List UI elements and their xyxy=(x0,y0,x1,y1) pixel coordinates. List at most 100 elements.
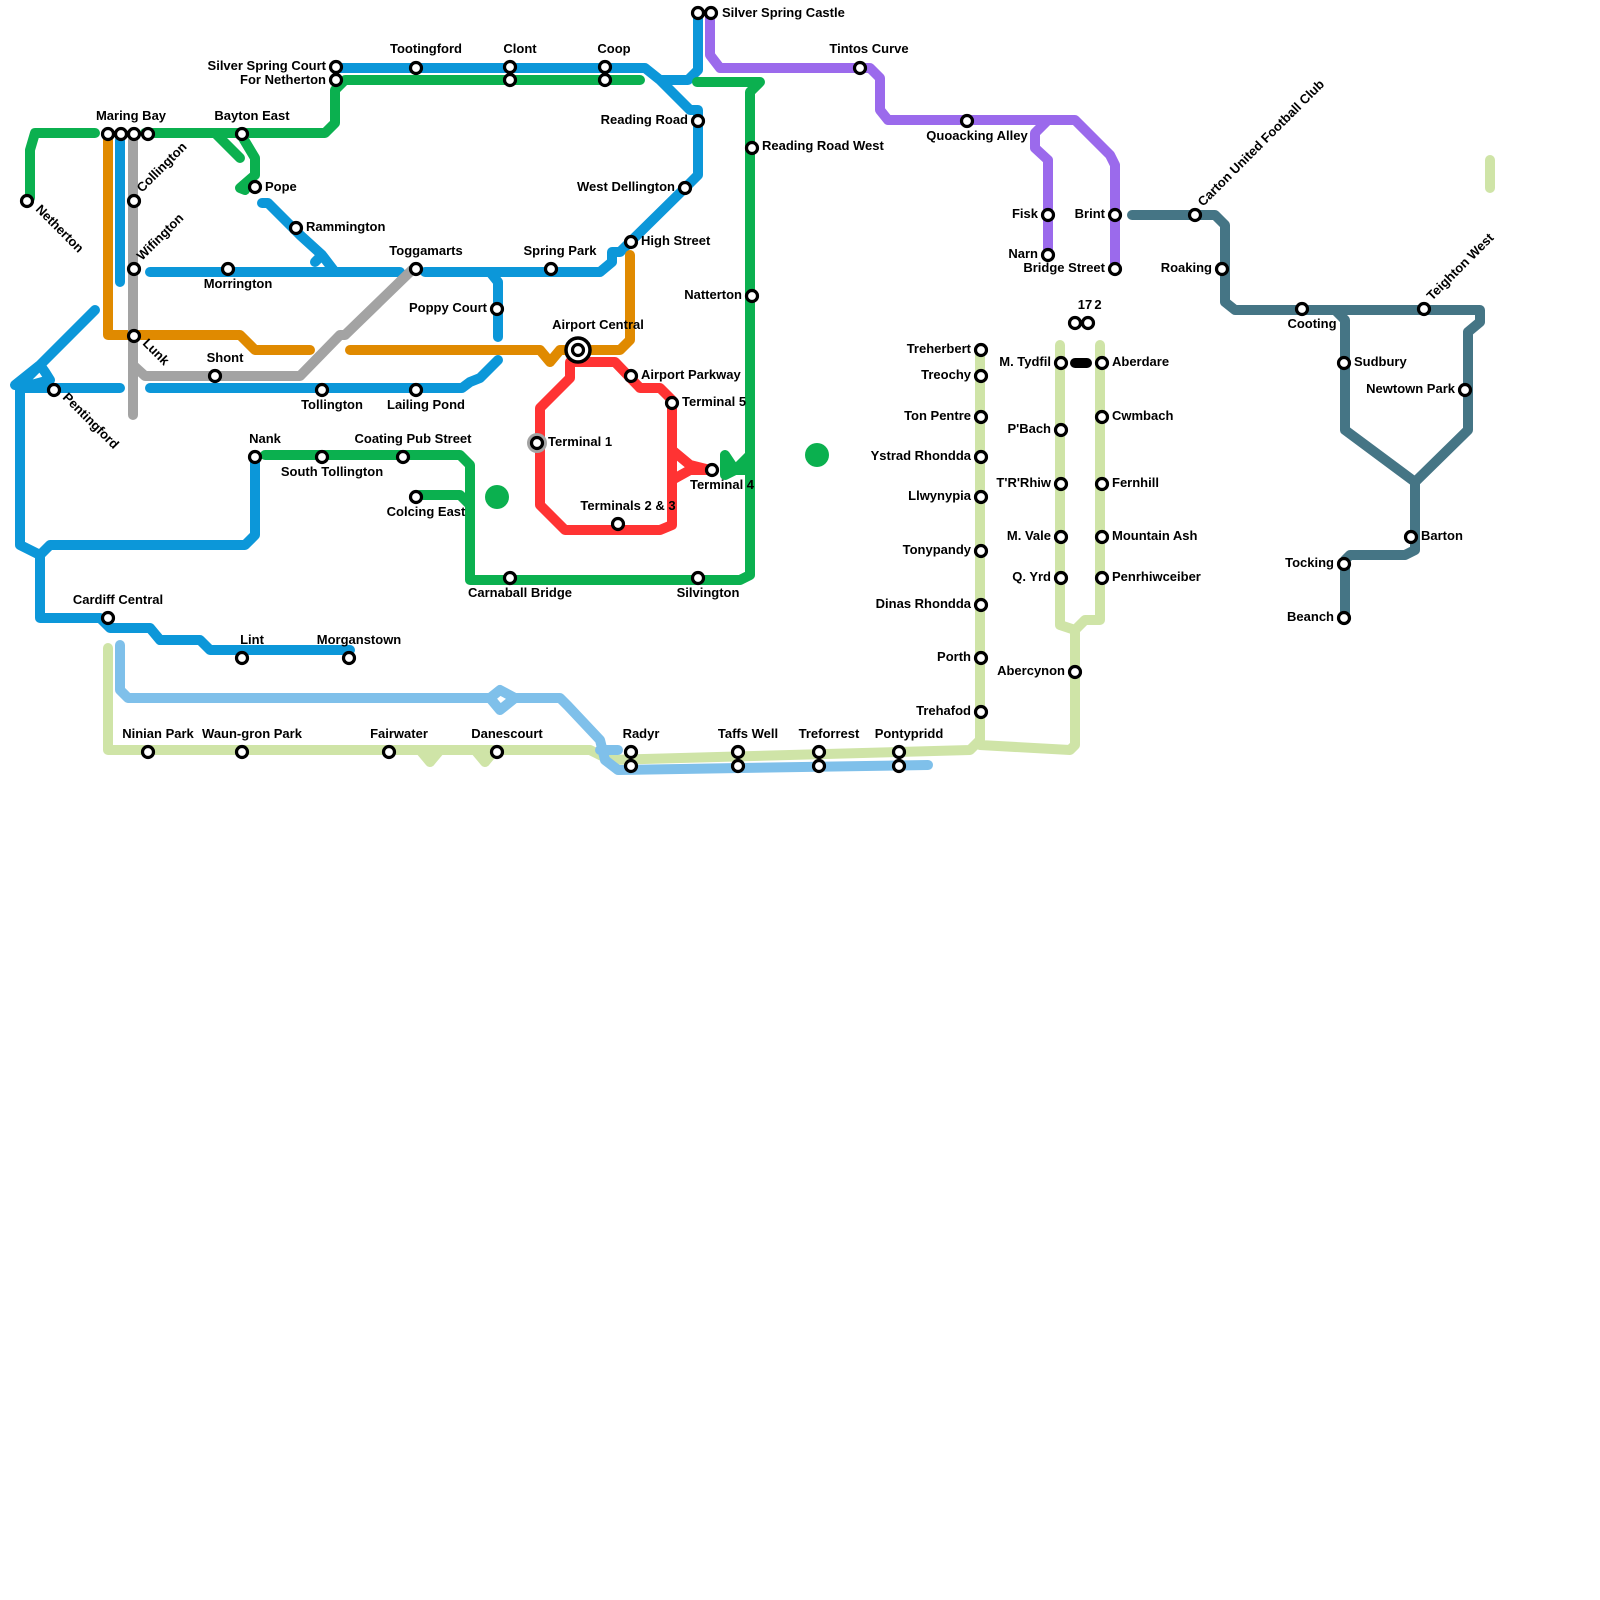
station-q-yrd[interactable] xyxy=(1053,570,1069,586)
station-pbach[interactable] xyxy=(1053,422,1069,438)
station-quoacking-alley[interactable] xyxy=(959,113,975,129)
station-tonypandy[interactable] xyxy=(973,543,989,559)
station-danescourt[interactable] xyxy=(489,744,505,760)
station-reading-road-west[interactable] xyxy=(744,140,760,156)
station-bayton-east[interactable] xyxy=(234,126,250,142)
station-maring-bay-3[interactable] xyxy=(126,126,142,142)
label-airport-parkway: Airport Parkway xyxy=(641,367,741,382)
station-pope[interactable] xyxy=(247,179,263,195)
station-ninian-park[interactable] xyxy=(140,744,156,760)
station-ton-pentre[interactable] xyxy=(973,409,989,425)
station-tintos-curve[interactable] xyxy=(852,60,868,76)
station-airport-parkway[interactable] xyxy=(623,368,639,384)
station-colcing-east[interactable] xyxy=(408,489,424,505)
station-barton[interactable] xyxy=(1403,529,1419,545)
station-clont[interactable] xyxy=(502,59,518,75)
station-coop[interactable] xyxy=(597,59,613,75)
station-taffs-well[interactable] xyxy=(730,744,746,760)
station-treherbert[interactable] xyxy=(973,342,989,358)
station-m-vale[interactable] xyxy=(1053,529,1069,545)
station-treochy[interactable] xyxy=(973,368,989,384)
station-teighton-west[interactable] xyxy=(1416,301,1432,317)
station-tollington[interactable] xyxy=(314,382,330,398)
station-taffs-well-2[interactable] xyxy=(730,758,746,774)
station-bridge-street[interactable] xyxy=(1107,261,1123,277)
station-silver-spring-castle-2[interactable] xyxy=(703,5,719,21)
station-carton-united[interactable] xyxy=(1187,207,1203,223)
station-terminals-2-3[interactable] xyxy=(610,516,626,532)
station-abercynon[interactable] xyxy=(1067,664,1083,680)
station-radyr-2[interactable] xyxy=(623,758,639,774)
station-wifington[interactable] xyxy=(126,261,142,277)
station-ystrad-rhondda[interactable] xyxy=(973,449,989,465)
station-terminal-4[interactable] xyxy=(704,462,720,478)
station-coating-pub-street[interactable] xyxy=(395,449,411,465)
station-reading-road[interactable] xyxy=(690,113,706,129)
station-silvington[interactable] xyxy=(690,570,706,586)
station-trrhiw[interactable] xyxy=(1053,476,1069,492)
station-17[interactable] xyxy=(1067,315,1083,331)
station-toggamarts[interactable] xyxy=(408,261,424,277)
station-tootingford[interactable] xyxy=(408,60,424,76)
station-airport-central[interactable] xyxy=(570,342,586,358)
station-fernhill[interactable] xyxy=(1094,476,1110,492)
station-netherton[interactable] xyxy=(19,193,35,209)
station-silver-spring-court[interactable] xyxy=(328,59,344,75)
station-waun-gron-park[interactable] xyxy=(234,744,250,760)
station-high-street[interactable] xyxy=(623,234,639,250)
station-poppy-court[interactable] xyxy=(489,301,505,317)
station-2[interactable] xyxy=(1080,315,1096,331)
station-porth[interactable] xyxy=(973,650,989,666)
station-sudbury[interactable] xyxy=(1336,355,1352,371)
station-coop-2[interactable] xyxy=(597,72,613,88)
station-mountain-ash[interactable] xyxy=(1094,529,1110,545)
station-lunk[interactable] xyxy=(126,328,142,344)
station-maring-bay-2[interactable] xyxy=(113,126,129,142)
station-trehafod[interactable] xyxy=(973,704,989,720)
label-silver-spring-castle: Silver Spring Castle xyxy=(722,5,845,20)
station-spring-park[interactable] xyxy=(543,261,559,277)
station-shont[interactable] xyxy=(207,368,223,384)
station-maring-bay[interactable] xyxy=(100,126,116,142)
station-lailing-pond[interactable] xyxy=(408,382,424,398)
station-rammington[interactable] xyxy=(288,220,304,236)
station-cwmbach[interactable] xyxy=(1094,409,1110,425)
station-pentingford[interactable] xyxy=(46,382,62,398)
station-clont-2[interactable] xyxy=(502,72,518,88)
station-roaking[interactable] xyxy=(1214,261,1230,277)
station-maring-bay-4[interactable] xyxy=(140,126,156,142)
station-natterton[interactable] xyxy=(744,288,760,304)
station-cardiff-central[interactable] xyxy=(100,610,116,626)
station-cooting[interactable] xyxy=(1294,301,1310,317)
station-tocking[interactable] xyxy=(1336,556,1352,572)
station-dinas-rhondda[interactable] xyxy=(973,597,989,613)
station-terminal-1[interactable] xyxy=(529,435,545,451)
station-west-dellington[interactable] xyxy=(677,180,693,196)
station-pontypridd[interactable] xyxy=(891,744,907,760)
station-lint[interactable] xyxy=(234,650,250,666)
station-radyr[interactable] xyxy=(623,744,639,760)
station-for-netherton[interactable] xyxy=(328,72,344,88)
station-treforrest[interactable] xyxy=(811,744,827,760)
station-narn[interactable] xyxy=(1040,247,1056,263)
station-llwynypia[interactable] xyxy=(973,489,989,505)
station-penrhiwceiber[interactable] xyxy=(1094,570,1110,586)
station-m-tydfil[interactable] xyxy=(1053,355,1069,371)
station-nank[interactable] xyxy=(247,449,263,465)
station-morganstown[interactable] xyxy=(341,650,357,666)
station-beanch[interactable] xyxy=(1336,610,1352,626)
station-treforrest-2[interactable] xyxy=(811,758,827,774)
label-porth: Porth xyxy=(937,649,971,664)
station-pontypridd-2[interactable] xyxy=(891,758,907,774)
station-morrington[interactable] xyxy=(220,261,236,277)
station-brint[interactable] xyxy=(1107,207,1123,223)
station-fisk[interactable] xyxy=(1040,207,1056,223)
station-newtown-park[interactable] xyxy=(1457,382,1473,398)
station-terminal-5[interactable] xyxy=(664,395,680,411)
station-silver-spring-castle[interactable] xyxy=(690,5,706,21)
station-carnaball-bridge[interactable] xyxy=(502,570,518,586)
station-south-tollington[interactable] xyxy=(314,449,330,465)
station-collington[interactable] xyxy=(126,193,142,209)
station-fairwater[interactable] xyxy=(381,744,397,760)
station-aberdare[interactable] xyxy=(1094,355,1110,371)
